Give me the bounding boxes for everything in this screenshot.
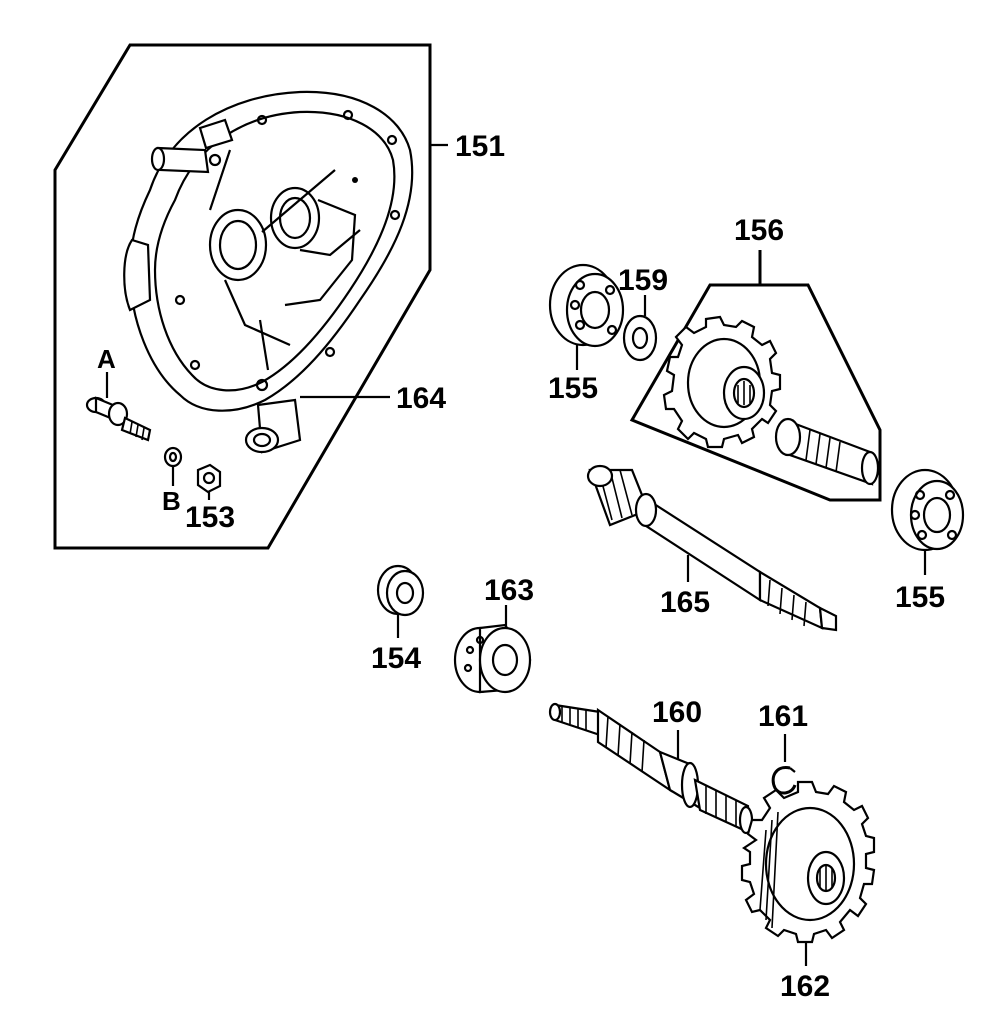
label-151: 151 [455, 130, 505, 163]
shaft-160 [548, 702, 754, 835]
label-165: 165 [660, 586, 710, 619]
label-a: A [97, 344, 116, 374]
label-155-right: 155 [895, 581, 945, 614]
label-b: B [162, 486, 181, 516]
circlip-161 [771, 766, 797, 795]
bearing-163 [453, 623, 532, 694]
shaft-165 [586, 464, 838, 632]
bearing-154 [376, 564, 425, 617]
label-155-top: 155 [548, 372, 598, 405]
label-156: 156 [734, 214, 784, 247]
crankcase-cover [123, 90, 414, 454]
washer-159 [622, 314, 658, 362]
bearing-155-right [890, 468, 965, 552]
label-153: 153 [185, 501, 235, 534]
bolt-a [85, 396, 152, 442]
label-163: 163 [484, 574, 534, 607]
washer-b [163, 446, 183, 468]
bearing-155-top [548, 263, 625, 348]
group-outline-151 [53, 43, 432, 550]
group-outline-156 [629, 250, 882, 502]
label-154: 154 [371, 642, 421, 675]
label-164: 164 [396, 382, 446, 415]
gear-162 [740, 780, 876, 944]
gear-156-assembly [662, 315, 880, 486]
label-160: 160 [652, 696, 702, 729]
nut-153 [196, 463, 222, 494]
label-161: 161 [758, 700, 808, 733]
label-162: 162 [780, 970, 830, 1003]
label-159: 159 [618, 264, 668, 297]
